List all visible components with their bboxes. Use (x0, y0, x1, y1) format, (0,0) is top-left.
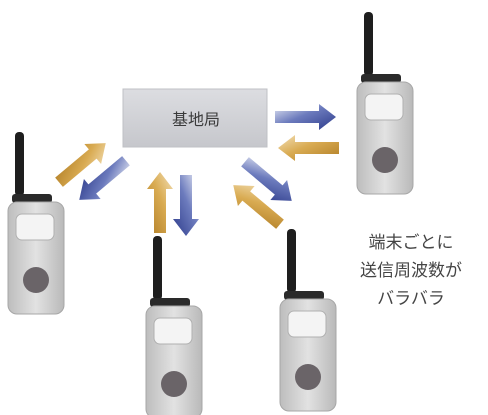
link-bottom-center (147, 172, 199, 236)
caption-line-1: 端末ごとに (369, 233, 454, 253)
link-bottom-right (224, 151, 301, 235)
downlink-arrow-icon (173, 175, 199, 236)
link-left (50, 133, 135, 210)
walkie-talkie-icon (356, 11, 414, 195)
radio-bottom-center (145, 235, 203, 415)
radio-top-right (356, 11, 414, 195)
base-station: 基地局 (122, 88, 268, 148)
caption-line-2: 送信周波数が (360, 261, 462, 281)
walkie-talkie-icon (279, 228, 337, 412)
base-station-label: 基地局 (172, 110, 220, 129)
caption: 端末ごとに 送信周波数が バラバラ (360, 233, 462, 309)
downlink-arrow-icon (275, 104, 336, 130)
walkie-talkie-icon (7, 131, 65, 315)
link-top-right (275, 104, 339, 161)
walkie-talkie-icon (145, 235, 203, 415)
uplink-arrow-icon (147, 172, 173, 233)
radio-bottom-right (279, 228, 337, 412)
radio-left (7, 131, 65, 315)
caption-line-3: バラバラ (377, 289, 445, 309)
uplink-arrow-icon (278, 135, 339, 161)
